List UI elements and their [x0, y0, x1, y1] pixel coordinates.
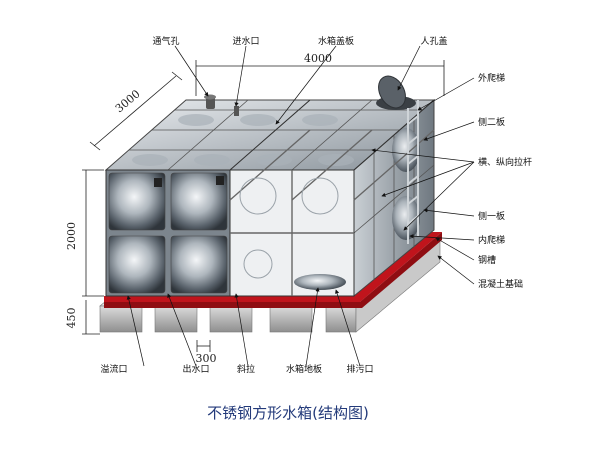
diagram-caption: 不锈钢方形水箱(结构图) [207, 404, 369, 422]
dimension-lines [82, 60, 445, 352]
outer-ladder [407, 100, 419, 244]
leader-lines [126, 45, 475, 367]
label-steel-channel: 钢槽 [478, 254, 496, 266]
label-inlet: 进水口 [232, 35, 259, 47]
label-side-plate-2: 侧二板 [478, 116, 505, 128]
label-concrete-base: 混凝土基础 [478, 278, 523, 290]
label-drain: 排污口 [346, 363, 373, 375]
tank-front-face [105, 99, 435, 297]
label-manhole-cover: 人孔盖 [420, 35, 447, 47]
label-vent: 通气孔 [152, 35, 179, 47]
inlet-pipe [234, 106, 239, 116]
vent-pipe [206, 97, 215, 109]
label-tie-rod: 横、纵向拉杆 [478, 156, 532, 168]
label-overflow: 溢流口 [100, 363, 127, 375]
dim-height: 2000 [65, 222, 78, 250]
label-outlet: 出水口 [182, 363, 209, 375]
label-inner-ladder: 内爬梯 [478, 234, 505, 246]
tank-fittings [154, 75, 419, 244]
label-side-plate-1: 侧一板 [478, 210, 505, 222]
label-brace: 斜拉 [237, 363, 255, 375]
dim-length: 4000 [304, 52, 332, 65]
dim-base-spacing: 300 [196, 352, 217, 365]
dim-width: 3000 [113, 87, 143, 115]
label-outer-ladder: 外爬梯 [478, 72, 505, 84]
label-bottom-plate: 水箱地板 [286, 363, 322, 375]
label-cover-plate: 水箱盖板 [318, 35, 354, 47]
dim-base-height: 450 [65, 308, 78, 329]
